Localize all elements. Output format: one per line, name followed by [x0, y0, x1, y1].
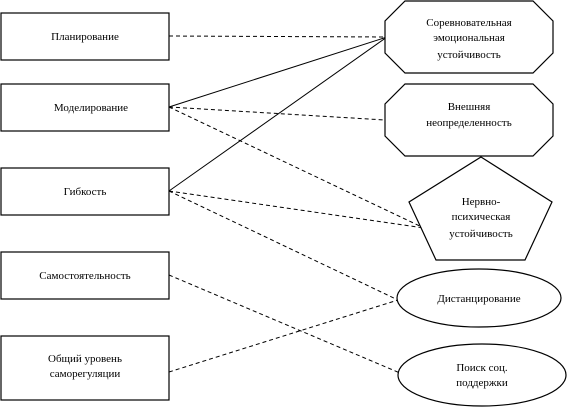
node-competitive-stability: Соревновательная эмоциональная устойчиво… — [384, 0, 554, 74]
connection-flexibility-to-neuro — [168, 190, 425, 229]
node-external-label-line-2: неопределенность — [426, 117, 512, 129]
node-external-label-line-1: Внешняя — [448, 101, 491, 113]
node-competitive-label-line-1: Соревновательная — [426, 17, 511, 29]
node-neuro-label-line-1: Нервно- — [462, 196, 501, 208]
node-neuro-label-line-2: психическая — [452, 211, 511, 223]
node-neuropsychic-stability: Нервно- психическая устойчивость — [408, 156, 553, 261]
node-support-label-line-2: поддержки — [456, 377, 508, 389]
node-general-label-line-2: саморегуляции — [50, 368, 121, 380]
connection-general-to-distancing — [168, 299, 399, 373]
connection-modeling-to-competitive — [168, 36, 388, 108]
node-external-uncertainty: Внешняя неопределенность — [384, 83, 554, 157]
node-neuro-label-line-3: устойчивость — [449, 228, 512, 240]
node-distancing-label: Дистанцирование — [437, 293, 520, 305]
node-planning: Планирование — [0, 12, 170, 61]
node-independence-label: Самостоятельность — [39, 270, 130, 282]
node-distancing: Дистанцирование — [396, 268, 562, 328]
node-independence: Самостоятельность — [0, 251, 170, 300]
node-competitive-label-line-2: эмоциональная — [433, 32, 505, 44]
node-flexibility-label: Гибкость — [64, 186, 107, 198]
connection-flexibility-to-competitive — [168, 36, 388, 192]
node-flexibility: Гибкость — [0, 167, 170, 216]
connection-flexibility-to-distancing — [168, 190, 399, 301]
node-social-support-seeking: Поиск соц. поддержки — [397, 343, 567, 407]
node-modeling: Моделирование — [0, 83, 170, 132]
connection-planning-to-competitive — [168, 35, 388, 38]
connection-independence-to-support — [168, 274, 401, 374]
node-modeling-label: Моделирование — [54, 102, 128, 114]
node-planning-label: Планирование — [51, 31, 119, 43]
node-general-self-regulation: Общий уровень саморегуляции — [0, 335, 170, 401]
node-general-label-line-1: Общий уровень — [48, 353, 122, 365]
node-support-label-line-1: Поиск соц. — [456, 362, 508, 374]
node-competitive-label-line-3: устойчивость — [437, 49, 500, 61]
connection-modeling-to-neuro — [168, 106, 425, 229]
connection-modeling-to-external — [168, 106, 386, 121]
connection-lines — [168, 35, 425, 374]
